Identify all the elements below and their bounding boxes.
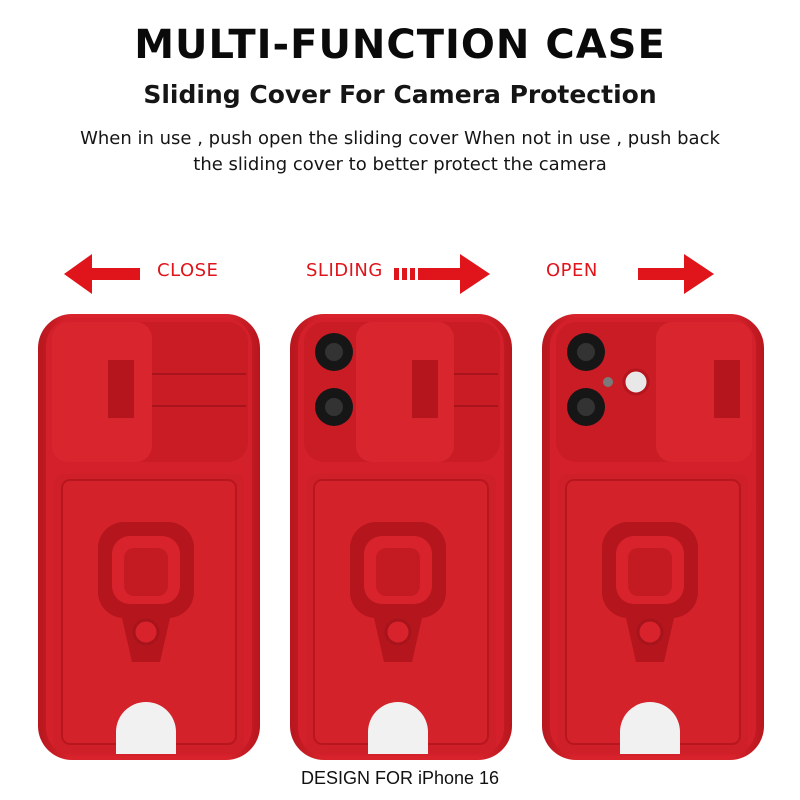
state-label-open: OPEN (546, 260, 598, 281)
page-title: MULTI-FUNCTION CASE (134, 22, 666, 68)
phone-case-closed (38, 314, 260, 760)
footer-design-for: DESIGN FOR iPhone 16 (300, 768, 500, 788)
arrow-left-icon (64, 254, 140, 294)
state-label-close: CLOSE (157, 260, 219, 281)
phone-case-sliding (290, 314, 512, 760)
description: When in use , push open the sliding cove… (40, 126, 760, 178)
description-line-1: When in use , push open the sliding cove… (80, 128, 720, 149)
arrow-right-icon (638, 254, 714, 294)
description-line-2: the sliding cover to better protect the … (193, 154, 607, 175)
state-label-sliding: SLIDING (306, 260, 383, 281)
arrow-right-sliding-icon (394, 254, 490, 294)
phone-case-open (542, 314, 764, 760)
page-subtitle: Sliding Cover For Camera Protection (143, 80, 657, 109)
